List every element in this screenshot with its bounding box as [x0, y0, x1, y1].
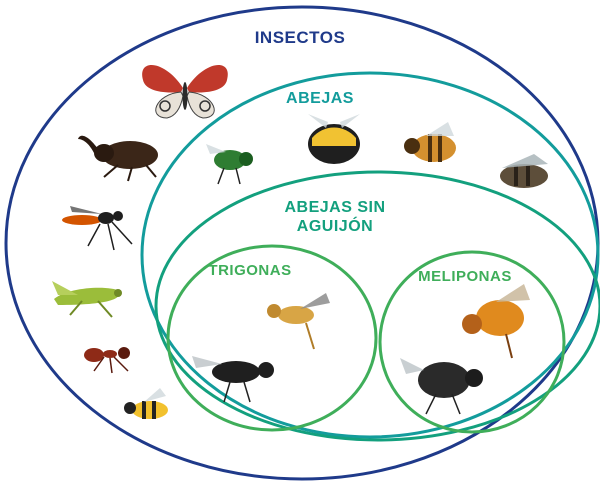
abejas-ring [142, 73, 598, 437]
wasp-orange-image [62, 206, 132, 250]
honeybee-image [404, 122, 456, 162]
abejas-label: ABEJAS [260, 90, 380, 108]
yellow-jacket-image [124, 388, 168, 419]
butterfly-image [142, 65, 228, 118]
meliponas-label: MELIPONAS [405, 268, 525, 285]
rhinoceros-beetle-image [78, 136, 158, 181]
trigona-bee-orange-image [267, 293, 330, 349]
grasshopper-image [52, 281, 122, 317]
melipona-bee-dark-image [400, 358, 483, 414]
green-bee-image [206, 144, 253, 184]
insectos-label: INSECTOS [200, 28, 400, 48]
bumblebee-image [308, 114, 360, 164]
carpenter-bee-image [500, 154, 548, 188]
trigonas-label: TRIGONAS [190, 262, 310, 279]
insectos-ring [6, 7, 598, 479]
ant-image [84, 347, 130, 373]
melipona-bee-orange-image [462, 284, 530, 358]
abejas-sin-aguijon-label: ABEJAS SIN AGUIJÓN [265, 198, 405, 236]
